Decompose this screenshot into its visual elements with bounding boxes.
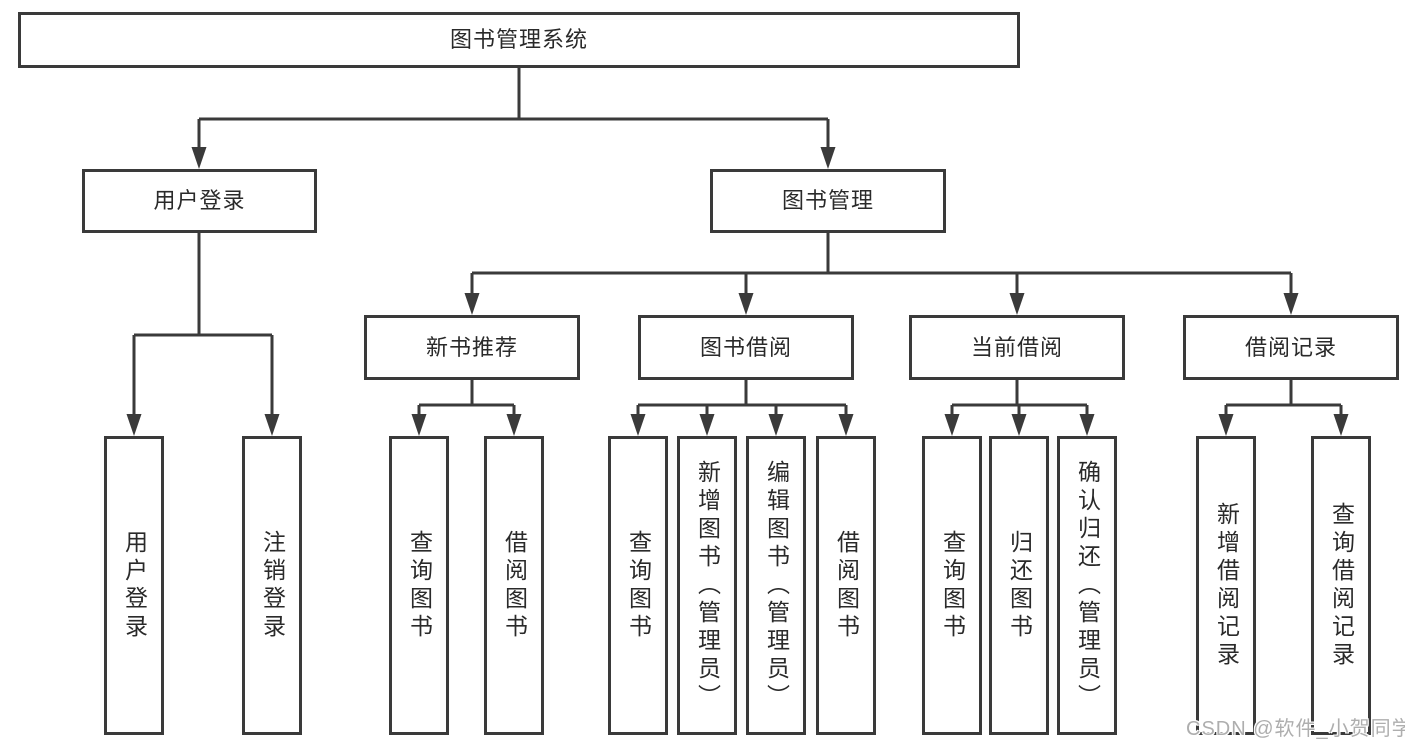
node-label: 查询图书	[625, 529, 652, 642]
node-label: 当前借阅	[970, 334, 1063, 360]
node-leaf-borrow-book: 借阅图书	[816, 436, 876, 735]
node-label: 归还图书	[1006, 529, 1033, 642]
node-leaf-add-book-admin: 新增图书（管理员）	[677, 436, 737, 735]
node-label: 确认归还（管理员）	[1074, 459, 1101, 712]
node-book-management: 图书管理	[710, 169, 946, 233]
node-label: 新增图书（管理员）	[694, 459, 721, 712]
node-label: 借阅图书	[501, 529, 528, 642]
node-label: 借阅图书	[833, 529, 860, 642]
node-label: 图书管理系统	[449, 27, 588, 52]
node-label: 新书推荐	[425, 334, 518, 360]
node-label: 图书借阅	[699, 334, 792, 360]
node-current-borrowing: 当前借阅	[909, 315, 1125, 380]
node-borrowing-records: 借阅记录	[1183, 315, 1399, 380]
node-label: 注销登录	[259, 529, 286, 642]
node-label: 新增借阅记录	[1213, 501, 1240, 670]
node-book-borrowing: 图书借阅	[638, 315, 854, 380]
node-leaf-borrow-book: 借阅图书	[484, 436, 544, 735]
node-leaf-query-book: 查询图书	[608, 436, 668, 735]
node-new-book-recommend: 新书推荐	[364, 315, 580, 380]
node-label: 用户登录	[153, 188, 246, 213]
arrowheads	[126, 147, 1349, 436]
node-leaf-user-login: 用户登录	[104, 436, 164, 735]
node-label: 编辑图书（管理员）	[763, 459, 790, 712]
node-label: 图书管理	[781, 188, 874, 213]
node-leaf-query-book: 查询图书	[389, 436, 449, 735]
node-leaf-confirm-return-admin: 确认归还（管理员）	[1057, 436, 1117, 735]
node-leaf-query-book: 查询图书	[922, 436, 982, 735]
node-leaf-query-borrow-record: 查询借阅记录	[1311, 436, 1371, 735]
node-label: 借阅记录	[1244, 334, 1337, 360]
node-leaf-return-book: 归还图书	[989, 436, 1049, 735]
node-label: 用户登录	[121, 529, 148, 642]
node-leaf-add-borrow-record: 新增借阅记录	[1196, 436, 1256, 735]
node-leaf-logout: 注销登录	[242, 436, 302, 735]
node-label: 查询图书	[939, 529, 966, 642]
node-user-login: 用户登录	[82, 169, 317, 233]
node-root-library-management-system: 图书管理系统	[18, 12, 1020, 68]
node-label: 查询图书	[406, 529, 433, 642]
node-label: 查询借阅记录	[1328, 501, 1355, 670]
node-leaf-edit-book-admin: 编辑图书（管理员）	[746, 436, 806, 735]
watermark-text: CSDN @软件_小贺同学	[1186, 718, 1405, 740]
